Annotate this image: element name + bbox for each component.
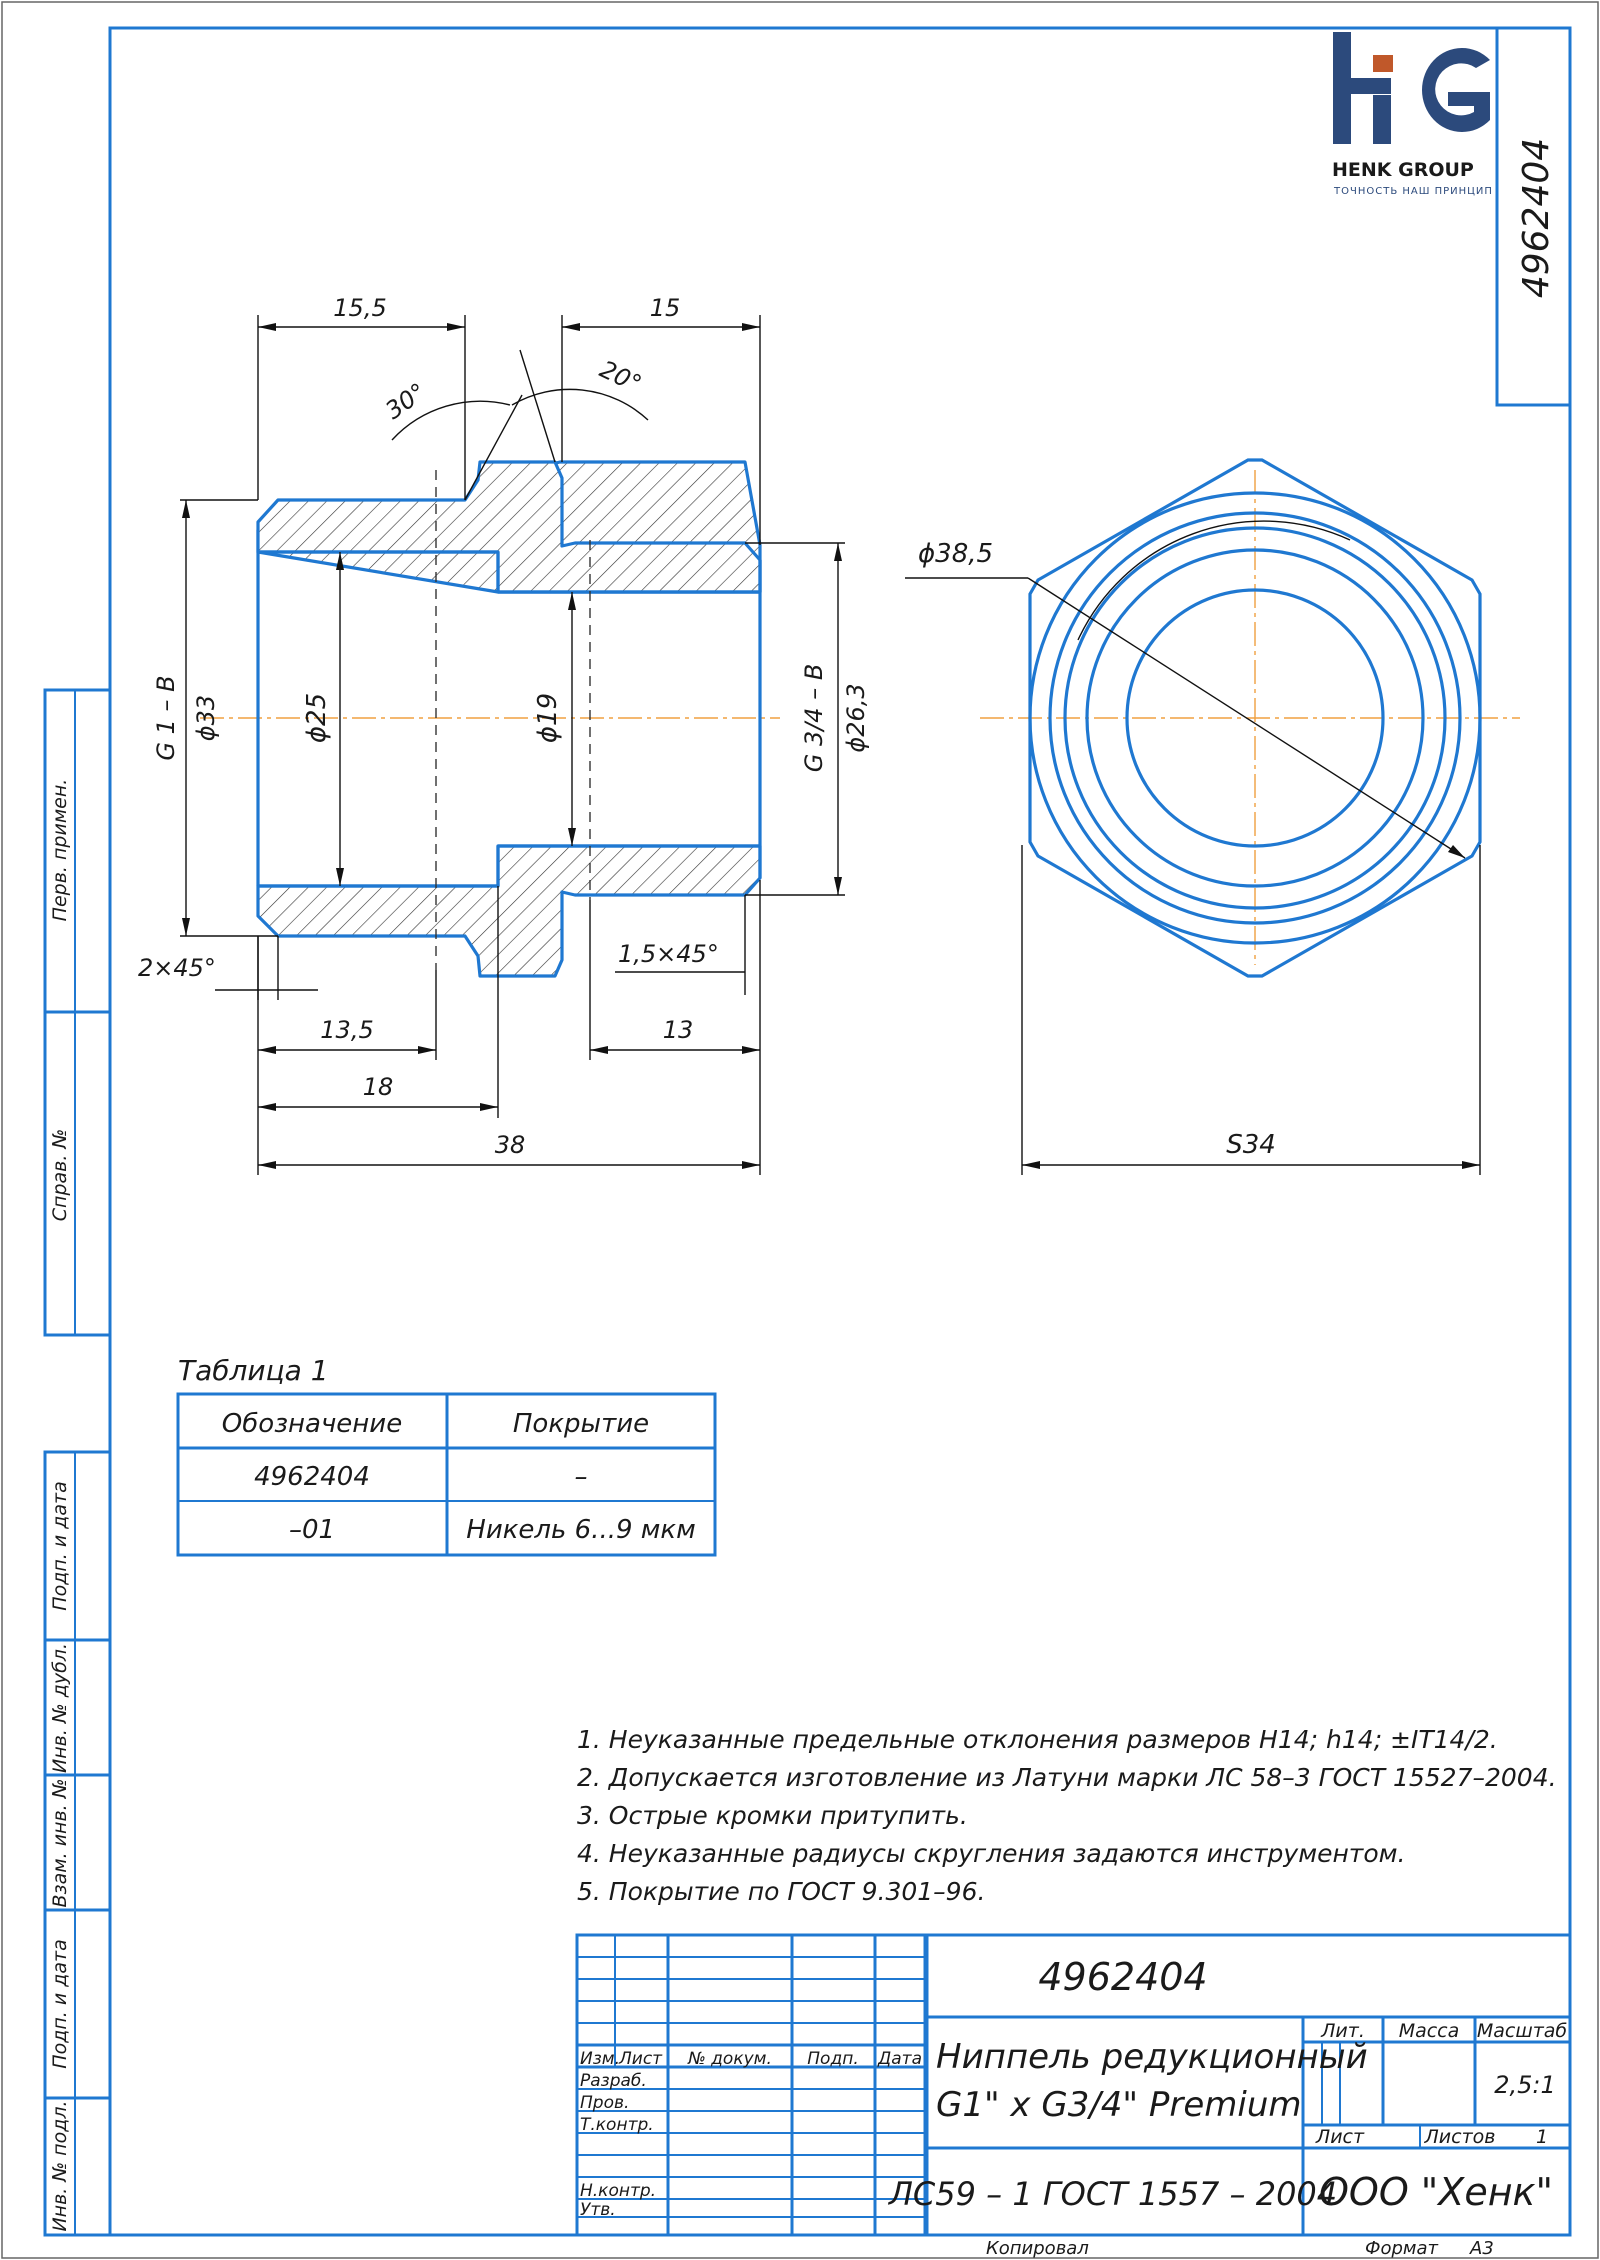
inner-circle-1 bbox=[1085, 548, 1425, 888]
table-caption: Таблица 1 bbox=[178, 1354, 329, 1387]
label-g1: G 1 – B bbox=[152, 675, 180, 760]
dim-13: 13 bbox=[663, 1016, 694, 1044]
col-izm: Изм. bbox=[580, 2049, 620, 2069]
dim-18: 18 bbox=[363, 1073, 394, 1101]
table-header-designation: Обозначение bbox=[222, 1409, 402, 1439]
dim-38: 38 bbox=[495, 1131, 526, 1159]
dim-15: 15 bbox=[650, 294, 681, 322]
label-phi25: ϕ25 bbox=[302, 693, 332, 743]
label-sheet: Лист bbox=[1315, 2126, 1365, 2148]
footer-format-value: А3 bbox=[1469, 2238, 1494, 2259]
row-razrab: Разраб. bbox=[580, 2071, 647, 2091]
side-label-inv-podl: Инв. № подл. bbox=[49, 2100, 71, 2231]
thread-circle-major bbox=[1048, 511, 1462, 925]
technical-notes: 1. Неуказанные предельные отклонения раз… bbox=[577, 1725, 1557, 1906]
label-phi38-5: ϕ38,5 bbox=[918, 539, 993, 569]
title-name-line2: G1" x G3/4" Premium bbox=[936, 2085, 1302, 2125]
title-company: ООО "Хенк" bbox=[1319, 2170, 1553, 2214]
logo-g bbox=[1422, 47, 1490, 133]
company-logo: HENK GROUP ТОЧНОСТЬ НАШ ПРИНЦИП bbox=[1332, 32, 1493, 197]
table-cell: –01 bbox=[289, 1515, 335, 1545]
col-podp: Подп. bbox=[807, 2049, 858, 2069]
top-drawing-number: 4962404 bbox=[1516, 138, 1557, 298]
label-phi33: ϕ33 bbox=[192, 695, 220, 741]
row-tkontr: Т.контр. bbox=[580, 2115, 654, 2135]
title-name-line1: Ниппель редукционный bbox=[936, 2037, 1368, 2077]
note-2: 2. Допускается изготовление из Латуни ма… bbox=[577, 1763, 1557, 1792]
angle-20: 20° bbox=[595, 355, 645, 398]
note-4: 4. Неуказанные радиусы скругления задают… bbox=[577, 1839, 1405, 1868]
label-g34: G 3/4 – B bbox=[800, 664, 828, 773]
title-material: ЛС59 – 1 ГОСТ 1557 – 2004 bbox=[888, 2175, 1337, 2213]
sheet-footer: Копировал Формат А3 bbox=[986, 2238, 1494, 2259]
label-masshtab: Масштаб bbox=[1477, 2020, 1568, 2042]
inner-circle-2 bbox=[1125, 588, 1385, 848]
dim-15-5: 15,5 bbox=[333, 294, 386, 322]
thread-circle-minor bbox=[1063, 526, 1447, 910]
end-view: ϕ38,5 S34 bbox=[905, 458, 1520, 1175]
top-number-box: 4962404 bbox=[1495, 28, 1570, 407]
side-label-inv-dubl: Инв. № дубл. bbox=[49, 1643, 71, 1773]
side-label-podp1: Подп. и дата bbox=[49, 1481, 71, 1610]
dim-13-5: 13,5 bbox=[320, 1016, 373, 1044]
logo-tagline: ТОЧНОСТЬ НАШ ПРИНЦИП bbox=[1333, 186, 1493, 197]
chamfer-1-5x45: 1,5×45° bbox=[618, 940, 719, 968]
label-phi26-3: ϕ26,3 bbox=[842, 683, 870, 752]
coating-table: Таблица 1 Обозначение Покрытие 4962404 –… bbox=[176, 1354, 717, 1557]
row-nkontr: Н.контр. bbox=[580, 2181, 656, 2201]
chamfer-circle bbox=[1028, 491, 1482, 945]
side-stamp: Перв. примен. Справ. № Подп. и дата Инв.… bbox=[43, 688, 112, 2237]
angle-30: 30° bbox=[380, 378, 431, 425]
table-cell: – bbox=[575, 1462, 588, 1492]
section-dimensions: 15,5 15 30° 20° G 1 – B ϕ33 ϕ25 ϕ19 bbox=[138, 294, 870, 1175]
note-1: 1. Неуказанные предельные отклонения раз… bbox=[577, 1725, 1498, 1754]
footer-format: Формат bbox=[1365, 2238, 1439, 2259]
label-sheets: Листов bbox=[1424, 2126, 1496, 2148]
table-cell: 4962404 bbox=[254, 1462, 370, 1492]
note-3: 3. Острые кромки притупить. bbox=[577, 1801, 968, 1830]
side-label-vzam: Взам. инв. № bbox=[49, 1778, 71, 1907]
label-phi19: ϕ19 bbox=[533, 693, 563, 743]
sheets-value: 1 bbox=[1536, 2126, 1548, 2148]
col-list: Лист bbox=[618, 2049, 663, 2069]
label-s34: S34 bbox=[1226, 1130, 1276, 1160]
side-label-podp2: Подп. и дата bbox=[49, 1939, 71, 2068]
logo-brand: HENK GROUP bbox=[1332, 159, 1474, 181]
title-block: 4962404 Ниппель редукционный G1" x G3/4"… bbox=[575, 1933, 1572, 2237]
logo-accent bbox=[1373, 55, 1393, 72]
logo-h-bar bbox=[1333, 78, 1391, 94]
section-view bbox=[200, 460, 780, 978]
label-massa: Масса bbox=[1399, 2020, 1460, 2042]
col-date: Дата bbox=[877, 2049, 922, 2069]
title-drawing-number: 4962404 bbox=[1038, 1955, 1207, 1999]
table-header-coating: Покрытие bbox=[513, 1409, 649, 1439]
row-prov: Пров. bbox=[580, 2093, 629, 2113]
note-5: 5. Покрытие по ГОСТ 9.301–96. bbox=[577, 1877, 985, 1906]
chamfer-2x45: 2×45° bbox=[138, 954, 216, 982]
scale-value: 2,5:1 bbox=[1494, 2071, 1556, 2099]
hex-outline bbox=[1028, 458, 1482, 978]
side-label-sprav: Справ. № bbox=[49, 1129, 71, 1221]
col-doc: № докум. bbox=[687, 2049, 772, 2069]
side-label-perv: Перв. примен. bbox=[49, 779, 71, 922]
footer-copied: Копировал bbox=[986, 2238, 1089, 2259]
label-lit: Лит. bbox=[1320, 2020, 1365, 2042]
row-utv: Утв. bbox=[580, 2200, 616, 2220]
logo-h-right bbox=[1373, 95, 1391, 144]
table-cell: Никель 6...9 мкм bbox=[466, 1515, 695, 1545]
